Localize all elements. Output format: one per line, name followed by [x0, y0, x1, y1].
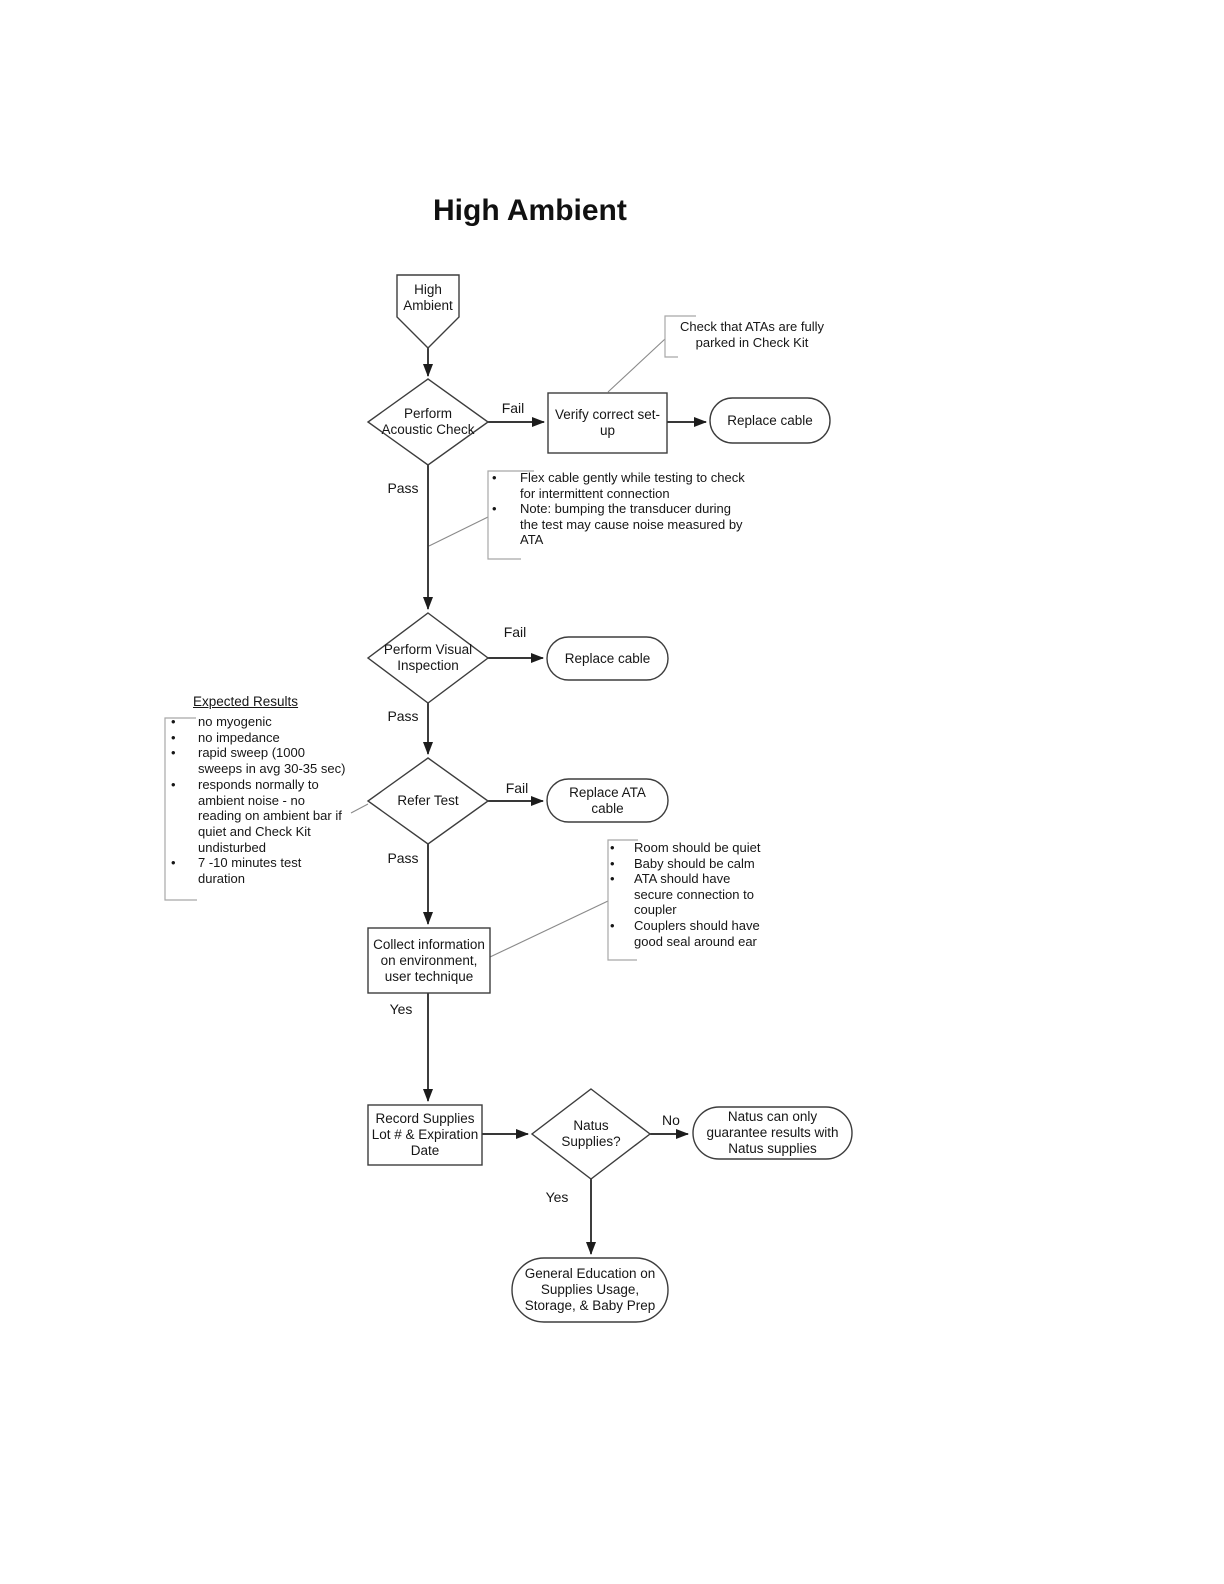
edge-label-fail-visual: Fail [503, 624, 527, 640]
note-item: responds normally to ambient noise - no … [198, 776, 342, 855]
leader-check-atas [607, 338, 666, 393]
decision-acoustic-check [366, 378, 490, 466]
note-item: Flex cable gently while testing to check… [520, 470, 745, 501]
leader-environment [489, 900, 609, 958]
edge-label-fail-acoustic: Fail [501, 400, 525, 416]
note-bracket-check-atas [664, 315, 696, 358]
note-item: Baby should be calm [634, 855, 755, 871]
leader-flex-cable [428, 516, 489, 547]
note-bracket-expected-results [164, 717, 197, 901]
decision-visual-inspection [366, 612, 490, 704]
decision-refer-test [366, 757, 490, 845]
bullet-icon: • [492, 501, 497, 516]
note-expected-results: • no myogenic • no impedance • rapid swe… [171, 714, 354, 887]
note-item: Note: bumping the transducer during the … [520, 501, 743, 547]
note-item: rapid sweep (1000 sweeps in avg 30-35 se… [198, 745, 346, 777]
edge-label-pass-acoustic: Pass [387, 480, 419, 496]
process-collect-info-label: Collect information on environment, user… [373, 937, 485, 984]
decision-visual-inspection-label: Perform Visual Inspection [383, 642, 473, 673]
process-record-supplies-label: Record Supplies Lot # & Expiration Date [371, 1111, 479, 1158]
note-item: ATA should have secure connection to cou… [634, 871, 754, 918]
terminal-replace-cable-2 [546, 636, 669, 681]
bullet-icon: • [610, 917, 615, 933]
note-item: Couplers should have good seal around ea… [634, 917, 760, 949]
start-label: High Ambient [403, 282, 453, 313]
edge-label-no-natus: No [662, 1112, 680, 1128]
bullet-icon: • [610, 855, 615, 871]
bullet-icon: • [171, 745, 176, 761]
note-item: 7 -10 minutes test duration [198, 855, 302, 887]
edge-label-pass-refer: Pass [387, 850, 419, 866]
terminal-replace-ata-cable [546, 778, 669, 823]
decision-refer-test-label: Refer Test [397, 793, 459, 808]
decision-acoustic-check-label: Perform Acoustic Check [381, 406, 475, 437]
note-flex-cable: • Flex cable gently while testing to che… [492, 470, 768, 548]
decision-natus-supplies-label: Natus Supplies? [561, 1118, 621, 1149]
terminal-natus-guarantee [692, 1106, 853, 1160]
bullet-icon: • [610, 840, 615, 855]
terminal-general-education [511, 1257, 669, 1323]
expected-results-heading: Expected Results [193, 694, 299, 709]
terminal-replace-ata-cable-label: Replace ATA cable [569, 784, 646, 816]
terminal-general-education-label: General Education on Supplies Usage, Sto… [524, 1266, 656, 1313]
note-item: Room should be quiet [634, 840, 761, 855]
edge-label-fail-refer: Fail [505, 780, 529, 796]
process-collect-info [367, 927, 491, 994]
edge-label-yes-natus: Yes [545, 1189, 569, 1205]
edge-label-pass-visual: Pass [387, 708, 419, 724]
bullet-icon: • [610, 871, 615, 887]
note-check-atas: Check that ATAs are fully parked in Chec… [679, 319, 825, 350]
process-verify-setup-label: Verify correct set- up [554, 407, 661, 438]
bullet-icon: • [492, 470, 497, 485]
note-bracket-environment [607, 839, 638, 961]
terminal-replace-cable-1-label: Replace cable [727, 412, 813, 428]
bullet-icon: • [171, 729, 176, 745]
terminal-replace-cable-1 [709, 397, 831, 444]
process-record-supplies [367, 1104, 483, 1166]
bullet-icon: • [171, 714, 176, 729]
page-title: High Ambient [433, 194, 627, 227]
note-bracket-flex-cable [487, 470, 534, 560]
terminal-natus-guarantee-label: Natus can only guarantee results with Na… [706, 1109, 839, 1156]
bullet-icon: • [171, 776, 176, 792]
note-item: no impedance [198, 729, 280, 745]
edge-label-yes-collect: Yes [389, 1001, 413, 1017]
note-item: no myogenic [198, 714, 272, 729]
leader-expected-results [350, 803, 369, 814]
start-shape-high-ambient [396, 274, 460, 349]
note-environment: • Room should be quiet • Baby should be … [610, 840, 780, 949]
terminal-replace-cable-2-label: Replace cable [564, 650, 651, 666]
process-verify-setup [547, 392, 668, 454]
decision-natus-supplies [530, 1088, 652, 1180]
bullet-icon: • [171, 855, 176, 871]
